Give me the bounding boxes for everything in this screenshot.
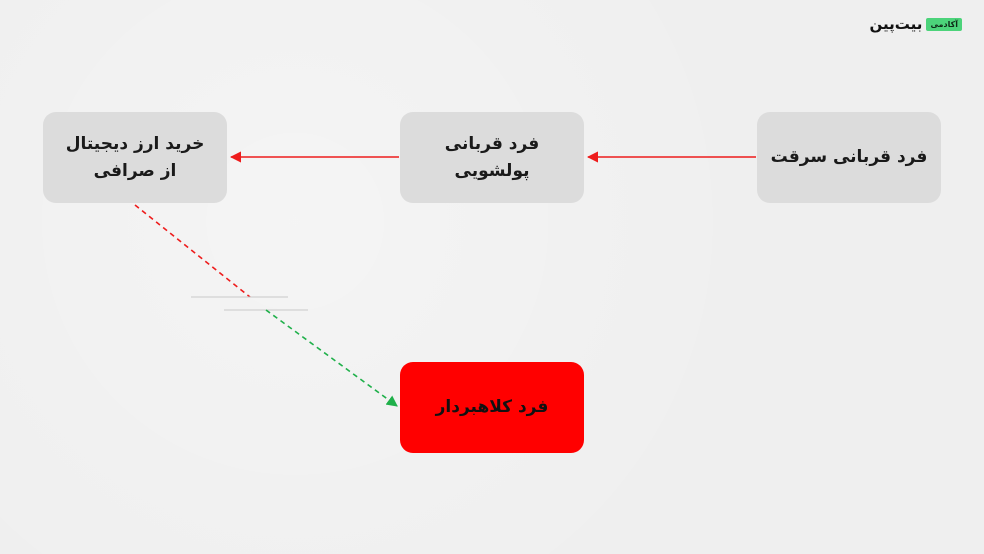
node-laundering-victim: فرد قربانی پولشویی xyxy=(400,112,584,203)
brand-badge: آکادمی xyxy=(926,17,962,31)
node-theft-victim: فرد قربانی سرقت xyxy=(757,112,941,203)
dashed-arrow-red-segment xyxy=(134,204,251,298)
node-buy-crypto: خرید ارز دیجیتال از صرافی xyxy=(43,112,227,203)
node-fraudster: فرد کلاهبردار xyxy=(400,362,584,453)
dashed-arrow-green-segment xyxy=(265,309,398,407)
brand-name: بیت‌پین xyxy=(869,15,923,33)
brand-logo: بیت‌پین آکادمی xyxy=(870,15,962,33)
